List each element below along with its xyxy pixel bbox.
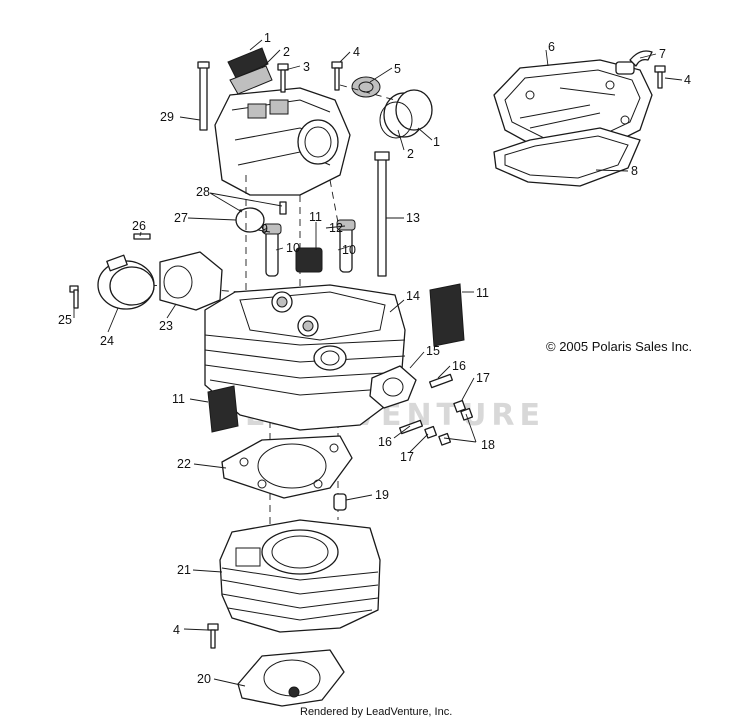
exhaust-studs (398, 373, 454, 435)
callout-18: 18 (481, 438, 495, 452)
callout-3: 3 (303, 60, 310, 74)
callout-11: 11 (172, 392, 185, 406)
callout-6: 6 (548, 40, 555, 54)
callout-2: 2 (283, 45, 290, 59)
callout-14: 14 (406, 289, 420, 303)
dowel (333, 493, 347, 511)
end-cap (379, 89, 433, 139)
tall-stud (197, 61, 210, 131)
housing-bolt (277, 61, 343, 93)
callout-1: 1 (264, 31, 271, 45)
cylinder-block (219, 519, 381, 633)
callout-4: 4 (173, 623, 180, 637)
head-gasket (221, 435, 353, 499)
callout-28: 28 (196, 185, 210, 199)
callout-24: 24 (100, 334, 114, 348)
breather-elbow (615, 50, 653, 75)
callout-25: 25 (58, 313, 72, 327)
callouts: 1 2 3 4 5 2 1 6 7 4 8 29 28 27 26 11 9 1… (58, 31, 691, 686)
callout-12: 12 (329, 221, 343, 235)
callout-22: 22 (177, 457, 191, 471)
cooling-shroud-pads (207, 283, 465, 433)
leader-lines (73, 39, 683, 687)
callout-16: 16 (452, 359, 466, 373)
base-gasket (237, 649, 345, 707)
callout-20: 20 (197, 672, 211, 686)
callout-1: 1 (433, 135, 440, 149)
exhaust-gasket (369, 365, 417, 409)
copyright-notice: © 2005 Polaris Sales Inc. (546, 339, 692, 354)
intake-clamp (97, 254, 155, 310)
callout-26: 26 (132, 219, 146, 233)
callout-7: 7 (659, 47, 666, 61)
callout-23: 23 (159, 319, 173, 333)
callout-19: 19 (375, 488, 389, 502)
callout-11: 11 (476, 286, 489, 300)
callout-8: 8 (631, 164, 638, 178)
intake-boot (159, 251, 223, 311)
callout-16: 16 (378, 435, 392, 449)
callout-4: 4 (353, 45, 360, 59)
callout-15: 15 (426, 344, 440, 358)
callout-17: 17 (400, 450, 414, 464)
exhaust-nuts (424, 399, 474, 446)
callout-11: 11 (309, 210, 322, 224)
callout-10: 10 (286, 241, 300, 255)
callout-21: 21 (177, 563, 191, 577)
callout-9: 9 (261, 222, 268, 236)
long-stud (374, 151, 390, 277)
valve-cover-gasket (493, 127, 641, 187)
cover-bolt (654, 65, 666, 89)
clamp-screw (69, 285, 79, 309)
callout-17: 17 (476, 371, 490, 385)
callout-2: 2 (407, 147, 414, 161)
callout-10: 10 (342, 243, 356, 257)
boot-screw (133, 233, 151, 240)
tappets (262, 219, 356, 277)
oil-seal (227, 47, 273, 95)
base-bolt (207, 623, 219, 649)
callout-4: 4 (684, 73, 691, 87)
callout-27: 27 (174, 211, 188, 225)
gear (351, 76, 381, 98)
callout-13: 13 (406, 211, 420, 225)
callout-5: 5 (394, 62, 401, 76)
callout-29: 29 (160, 110, 174, 124)
plug-cap (235, 207, 265, 233)
cam-housing (214, 87, 351, 196)
footer-credit: Rendered by LeadVenture, Inc. (300, 706, 452, 718)
